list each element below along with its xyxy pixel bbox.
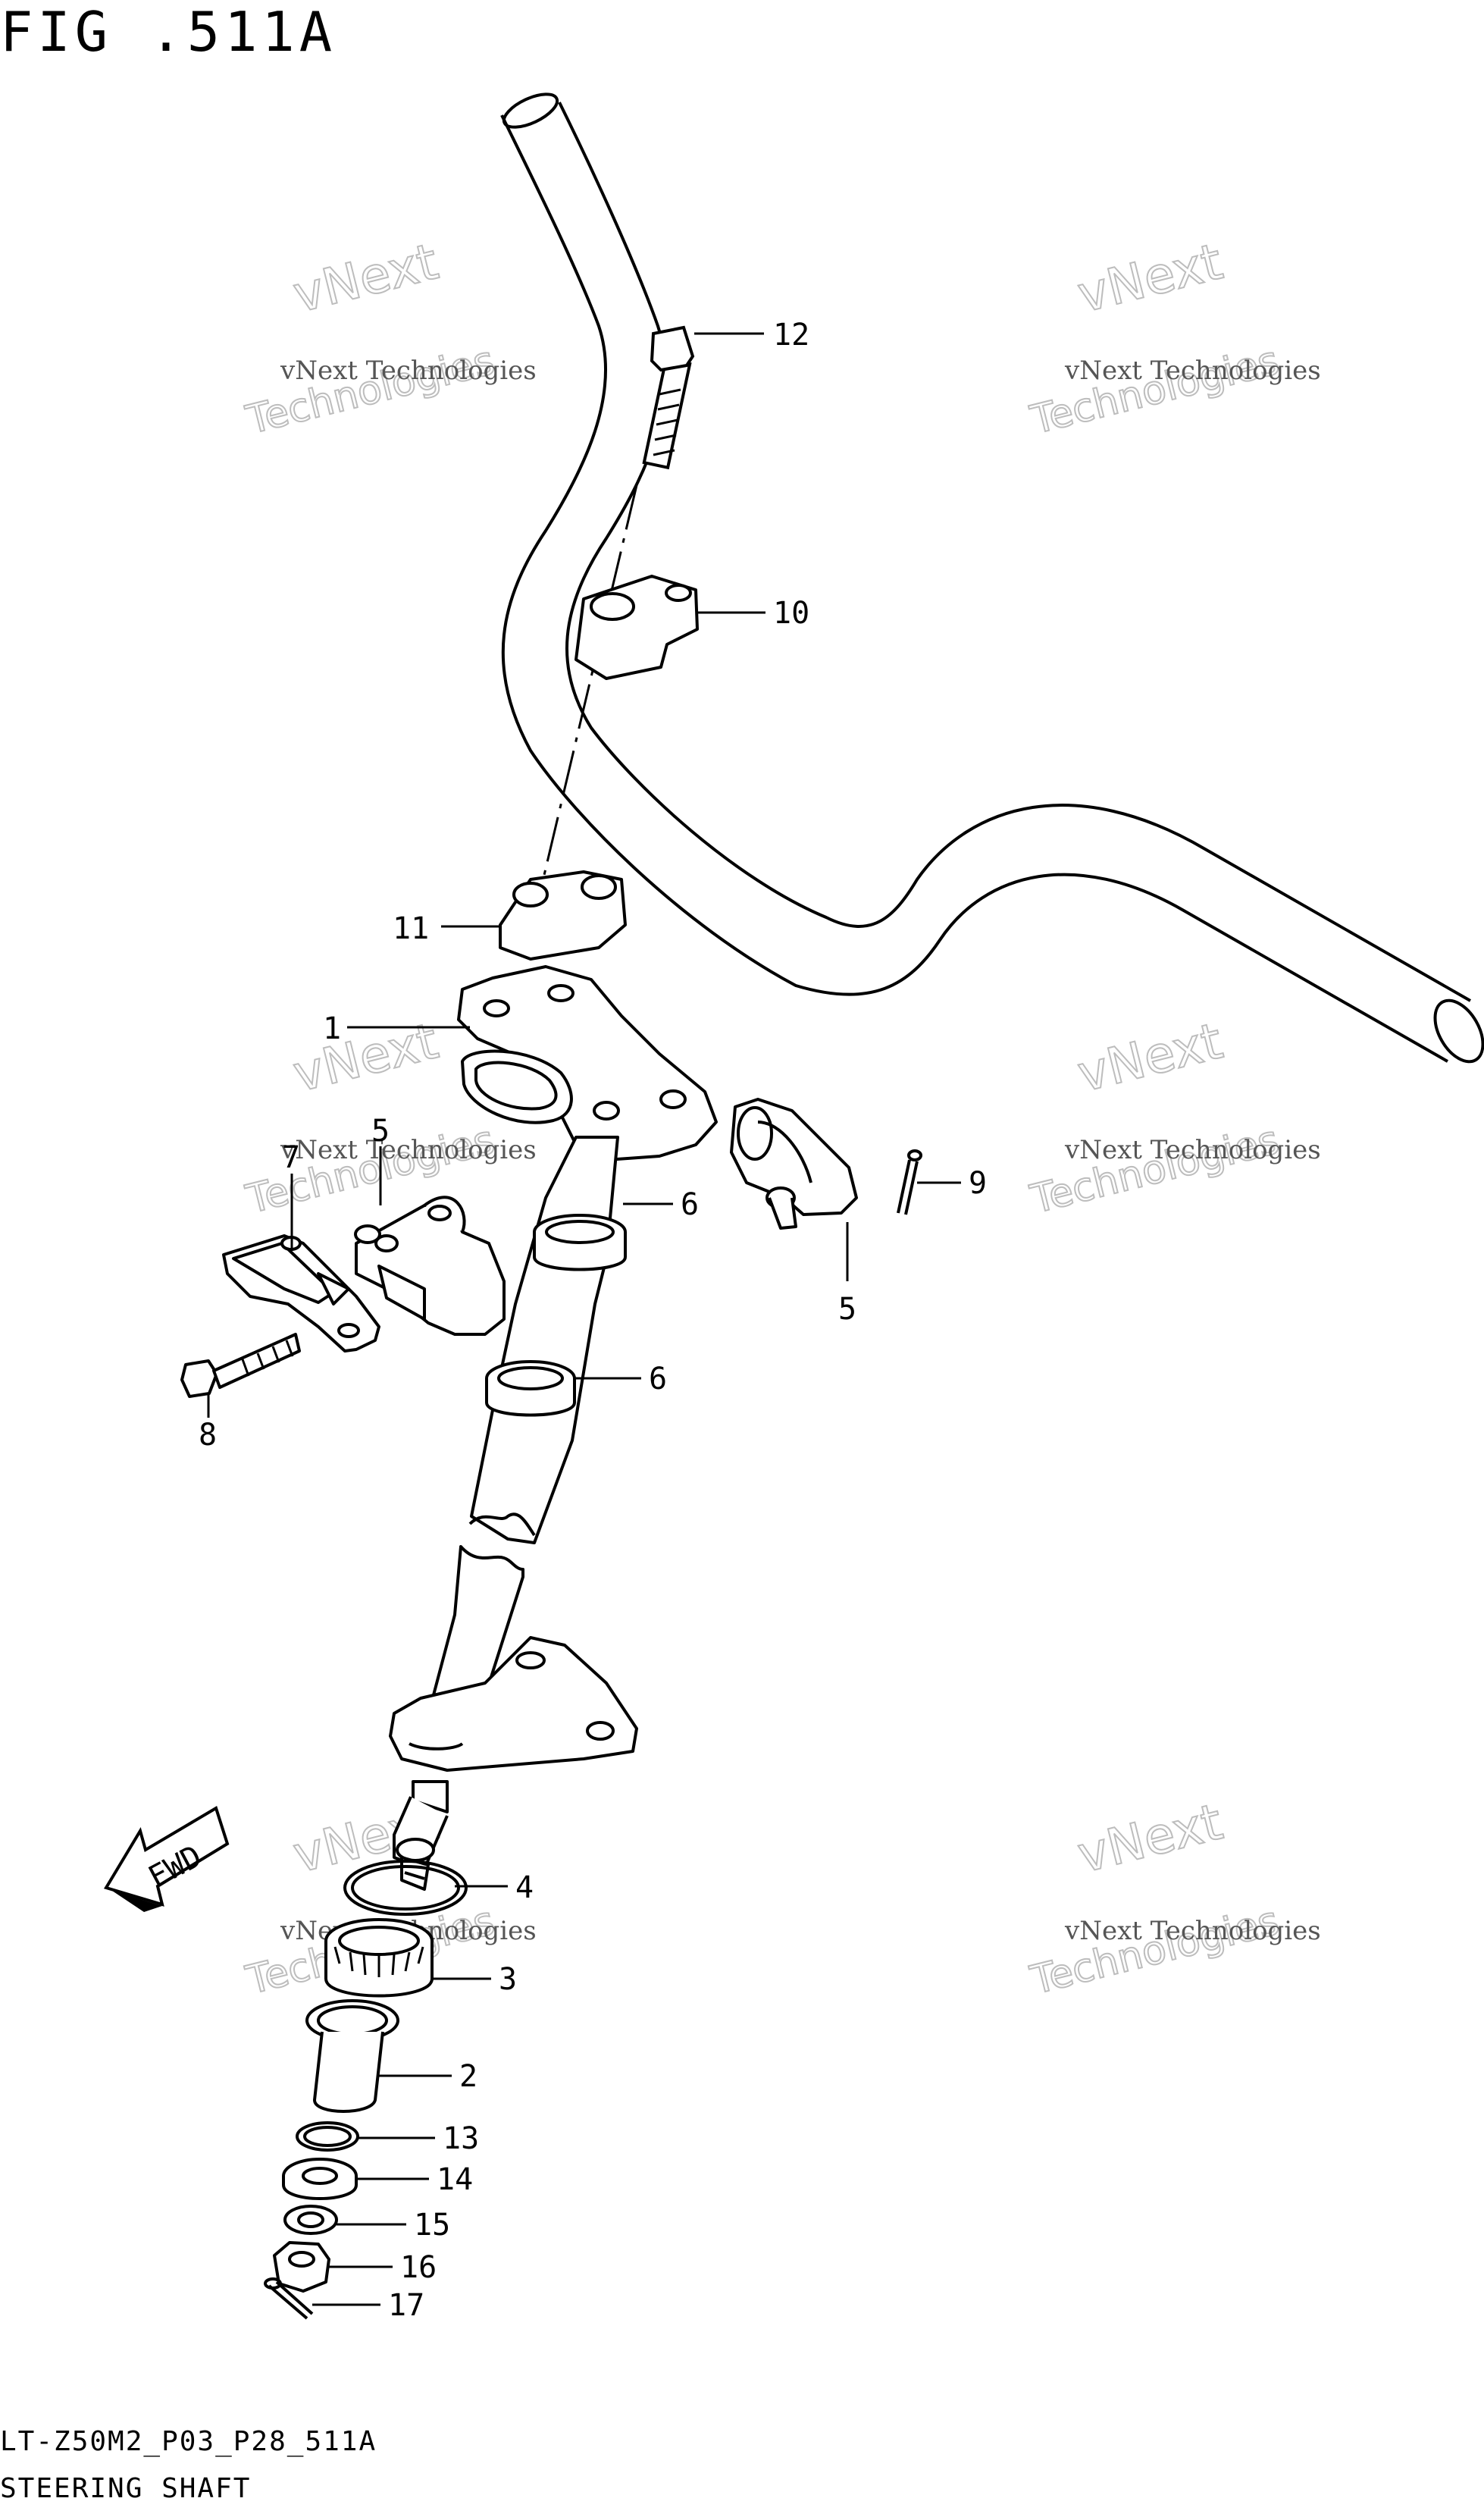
callout-8: 8	[199, 1418, 217, 1453]
callout-14: 14	[437, 2162, 473, 2197]
tie-rod-holder-part-5-left	[354, 1196, 506, 1336]
callout-17: 17	[388, 2288, 424, 2323]
callout-2: 2	[459, 2059, 477, 2094]
cotter-pin-part-17	[264, 2277, 314, 2320]
fwd-arrow: FWD	[103, 1806, 230, 1912]
bolt-part-8	[180, 1333, 301, 1398]
bolt-part-12	[642, 325, 695, 470]
watermark-mid-right: vNext Technologies vNext Technologies	[1025, 1011, 1321, 1224]
handlebar-holder-upper-part-10	[575, 575, 699, 680]
callout-7: 7	[282, 1140, 300, 1175]
watermark-text: vNext	[288, 232, 444, 324]
watermark-text: vNext Technologies	[280, 356, 537, 386]
washer-part-15	[283, 2205, 338, 2235]
nut-part-3	[324, 1918, 434, 1998]
leader-lines	[207, 332, 961, 2306]
callout-9: 9	[969, 1166, 987, 1201]
figure-code: LT-Z50M2_P03_P28_511A	[0, 2426, 377, 2457]
figure-subtitle: STEERING SHAFT	[0, 2473, 252, 2504]
watermark-text: vNext	[1072, 232, 1229, 324]
callout-4: 4	[515, 1870, 534, 1905]
watermark-top-right: vNext Technologies vNext Technologies	[1025, 231, 1321, 444]
watermark-text: vNext Technologies	[1064, 1916, 1321, 1946]
watermark-text: Technologies	[1026, 1117, 1284, 1223]
watermark-low-right: vNext Technologies vNext Technologies	[1025, 1791, 1321, 2005]
watermark-text: Technologies	[242, 338, 499, 444]
watermark-text: vNext Technologies	[1064, 356, 1321, 386]
figure-title: FIG .511A	[0, 0, 337, 64]
steering-shaft-lower-bracket	[389, 1636, 638, 1891]
o-ring-part-4	[343, 1860, 468, 1916]
callout-13: 13	[443, 2121, 479, 2156]
washer-part-14	[282, 2158, 358, 2200]
watermark-text: Technologies	[1026, 338, 1284, 444]
callout-6-upper: 6	[681, 1187, 699, 1222]
nut-part-16	[273, 2241, 330, 2293]
cotter-pin-part-9	[897, 1149, 922, 1215]
watermark-text: vNext	[1072, 1011, 1229, 1103]
callout-1: 1	[323, 1011, 341, 1046]
oil-seal-part-6-upper	[533, 1214, 627, 1271]
handlebar	[500, 92, 1484, 1064]
callout-5-right: 5	[838, 1292, 856, 1327]
watermark-text: vNext	[1072, 1792, 1229, 1884]
watermark-text: Technologies	[1026, 1898, 1284, 2004]
callout-12: 12	[773, 318, 809, 353]
callout-3: 3	[499, 1962, 517, 1997]
oil-seal-part-6-lower	[485, 1360, 576, 1417]
watermark-top-left: vNext Technologies vNext Technologies	[241, 231, 537, 444]
watermark-text: vNext	[288, 1011, 444, 1103]
handlebar-holder-lower-part-11	[499, 870, 627, 961]
watermark-text: vNext Technologies	[1064, 1135, 1321, 1165]
bushing-part-2	[305, 1999, 399, 2113]
watermark-text: vNext Technologies	[280, 1135, 537, 1165]
washer-part-13	[296, 2121, 359, 2152]
callout-15: 15	[414, 2208, 450, 2243]
callout-10: 10	[773, 596, 809, 631]
callout-5-left: 5	[371, 1114, 390, 1149]
assembly-centerline	[529, 484, 638, 933]
callout-11: 11	[393, 911, 429, 946]
callout-16: 16	[400, 2250, 437, 2285]
tie-rod-holder-part-5-right	[730, 1098, 858, 1230]
steering-shaft-part-1	[457, 965, 718, 1161]
callout-6-lower: 6	[649, 1362, 667, 1396]
